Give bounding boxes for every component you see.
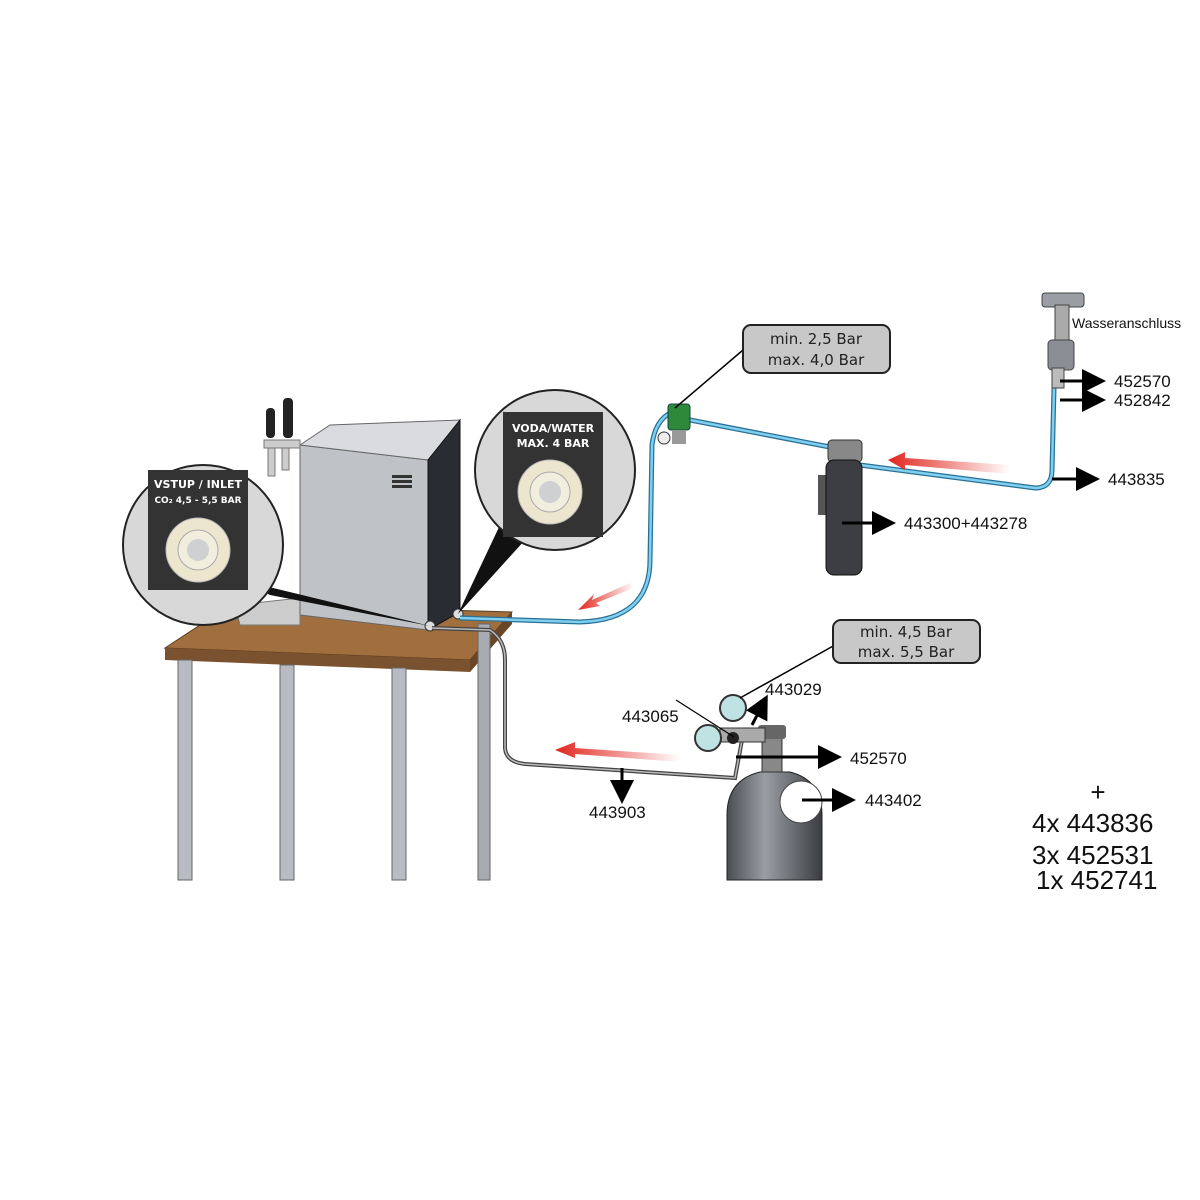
part-label-gas-hose: 443903 <box>589 803 646 822</box>
inlet-title: VSTUP / INLET <box>154 478 242 491</box>
flow-arrow <box>555 452 1010 762</box>
water-min-pressure: min. 2,5 Bar <box>770 330 863 348</box>
co2-min-pressure: min. 4,5 Bar <box>860 623 953 641</box>
extra-item: 1x 452741 <box>1036 865 1157 895</box>
water-connection-valve <box>1041 292 1085 389</box>
inlet-pressure: CO₂ 4,5 - 5,5 BAR <box>154 496 241 506</box>
co2-bottle <box>726 725 823 881</box>
part-label-valve2: 452842 <box>1114 391 1171 410</box>
inlet-callout: VSTUP / INLET CO₂ 4,5 - 5,5 BAR <box>122 464 430 626</box>
part-label-reducer: 443065 <box>622 707 679 726</box>
water-connection-label: Wasseranschluss <box>1072 315 1181 331</box>
co2-regulator <box>694 694 766 752</box>
extra-item: 3x 452531 <box>1032 840 1153 870</box>
water-pressure-box: min. 2,5 Bar max. 4,0 Bar <box>742 324 891 374</box>
water-max-pressure: max. 4,0 Bar <box>768 351 865 369</box>
water-pressure-regulator <box>657 403 691 445</box>
water-callout: VODA/WATER MAX. 4 BAR <box>458 389 636 614</box>
co2-pressure-box: min. 4,5 Bar max. 5,5 Bar <box>832 619 981 664</box>
part-label-filter: 443300+443278 <box>904 514 1027 533</box>
water-filter <box>818 439 863 576</box>
extra-item: 4x 443836 <box>1032 808 1153 838</box>
beer-taps <box>263 398 301 477</box>
table <box>163 603 514 881</box>
part-label-gauge: 443029 <box>765 680 822 699</box>
part-label-hose: 443835 <box>1108 470 1165 489</box>
plus-sign: + <box>1090 777 1105 807</box>
part-label-co2-connector: 452570 <box>850 749 907 768</box>
extra-parts-list: + 4x 443836 3x 452531 1x 452741 <box>1032 777 1157 895</box>
part-label-valve1: 452570 <box>1114 372 1171 391</box>
part-label-co2-bottle: 443402 <box>865 791 922 810</box>
co2-max-pressure: max. 5,5 Bar <box>858 643 955 661</box>
part-pointers <box>610 369 1106 812</box>
water-title: VODA/WATER <box>512 422 595 435</box>
water-pressure: MAX. 4 BAR <box>517 437 590 450</box>
